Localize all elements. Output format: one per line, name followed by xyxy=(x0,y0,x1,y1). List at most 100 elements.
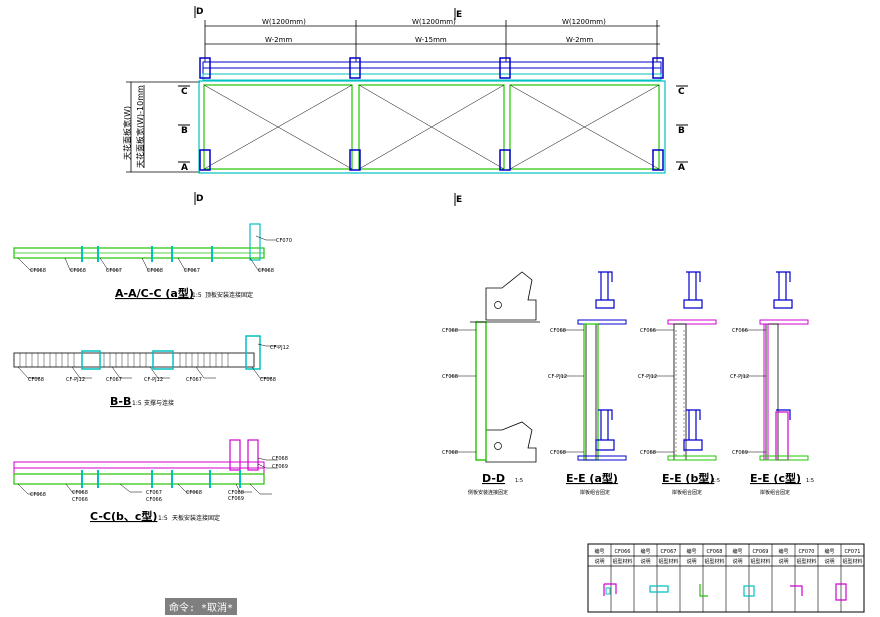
marker-a-left: A xyxy=(181,163,188,173)
aa-note: 顶板安装连接固定 xyxy=(205,291,253,299)
ec-note: 岸板组合固定 xyxy=(760,489,790,496)
legend-cell: 说明 xyxy=(778,558,788,565)
dim-w3: W(1200mm) xyxy=(562,18,606,26)
legend-cell: 铝型材料 xyxy=(704,558,724,565)
marker-d-bottom: D xyxy=(196,194,203,204)
dim-w2: W(1200mm) xyxy=(412,18,456,26)
plan-bb: CF068 CF-PJ12 CF067 CF-PJ12 CF067 CF068 … xyxy=(13,335,289,408)
marker-a-right: A xyxy=(678,163,685,173)
dd-tag-2: CF068 xyxy=(442,374,458,380)
cc-note: 天板安装连接固定 xyxy=(172,514,220,522)
ea-tag-3: CF068 xyxy=(550,450,566,456)
cc-tag-8: CF069 xyxy=(228,496,244,502)
legend-cell: CF071 xyxy=(845,549,861,555)
aa-title: A-A/C-C (a型) xyxy=(115,286,194,300)
bb-tag-7: CF-PJ12 xyxy=(270,345,289,351)
legend-cell: 说明 xyxy=(686,558,696,565)
cc-tag-10: CF069 xyxy=(272,464,288,470)
aa-tag-4: CF068 xyxy=(147,268,163,274)
legend-cell: 编号 xyxy=(686,548,696,555)
cc-tag-1: CF068 xyxy=(30,492,46,498)
ea-tag-1: CF068 xyxy=(550,328,566,334)
cc-tag-9: CF068 xyxy=(272,456,288,462)
ec-title: E-E (c型) xyxy=(750,471,801,485)
cc-tag-5: CF066 xyxy=(146,497,162,503)
cc-tag-2: CF068 xyxy=(72,490,88,496)
bb-tag-3: CF067 xyxy=(106,377,122,383)
legend-cell: 编号 xyxy=(824,548,834,555)
legend-cell: 铝型材料 xyxy=(796,558,816,565)
legend-cell: 编号 xyxy=(594,548,604,555)
plan-aa: CF068 CF068 CF067 CF068 CF067 CF068 CF07… xyxy=(13,223,292,300)
eb-note: 岸板组合固定 xyxy=(672,489,702,496)
bb-tag-5: CF067 xyxy=(186,377,202,383)
side-label-1: 天花面板宽(W) xyxy=(122,106,132,160)
legend-cell: 铝型材料 xyxy=(612,558,632,565)
legend-cell: 说明 xyxy=(732,558,742,565)
bb-tag-4: CF-PJ12 xyxy=(144,377,163,383)
marker-e-bottom: E xyxy=(456,195,462,205)
legend-cell: CF068 xyxy=(707,549,723,555)
plan-cc: CF068 CF068 CF066 CF067 CF066 CF068 CF06… xyxy=(13,439,288,523)
legend-cell: 说明 xyxy=(594,558,604,565)
aa-tag-3: CF067 xyxy=(106,268,122,274)
legend-cell: 说明 xyxy=(824,558,834,565)
legend-cell: 铝型材料 xyxy=(750,558,770,565)
legend-cell: 编号 xyxy=(732,548,742,555)
top-elevation: D E D E C B A C B A W(1200mm) W(1200mm) … xyxy=(122,6,688,206)
aa-scale: 1:5 xyxy=(192,292,202,299)
dd-note: 侧板安装连接固定 xyxy=(468,489,508,496)
legend-cell: 铝型材料 xyxy=(658,558,678,565)
eb-tag-3: CF068 xyxy=(640,450,656,456)
eb-tag-2: CF-PJ12 xyxy=(638,374,657,380)
cc-tag-3: CF066 xyxy=(72,497,88,503)
bb-title: B-B xyxy=(110,395,131,408)
aa-tag-1: CF068 xyxy=(30,268,46,274)
panel-frames xyxy=(198,80,666,174)
marker-c-right: C xyxy=(678,87,685,97)
cc-tag-6: CF068 xyxy=(186,490,202,496)
detail-dd: CF068 CF068 CF068 D-D 1:5 侧板安装连接固定 xyxy=(442,271,540,496)
legend-cell: CF067 xyxy=(661,549,677,555)
bb-tag-1: CF068 xyxy=(28,377,44,383)
dd-tag-3: CF068 xyxy=(442,450,458,456)
detail-ec: CF066 CF-PJ12 CF069 E-E (c型) 1:5 岸板组合固定 xyxy=(730,271,814,496)
dim-s3: W-2mm xyxy=(566,36,593,44)
top-rail xyxy=(202,61,662,81)
ea-tag-2: CF-PJ12 xyxy=(548,374,567,380)
marker-b-right: B xyxy=(678,126,685,136)
bb-tag-2: CF-PJ12 xyxy=(66,377,85,383)
legend-cell: 铝型材料 xyxy=(842,558,862,565)
cc-title: C-C(b、c型) xyxy=(90,509,157,523)
aa-tag-6: CF068 xyxy=(258,268,274,274)
marker-b-left: B xyxy=(181,126,188,136)
legend-cell: 编号 xyxy=(640,548,650,555)
aa-tag-7: CF070 xyxy=(276,238,292,244)
marker-e-top: E xyxy=(456,10,462,20)
legend-cell: CF066 xyxy=(615,549,631,555)
dim-s1: W-2mm xyxy=(265,36,292,44)
dd-title: D-D xyxy=(482,472,505,485)
ec-tag-3: CF069 xyxy=(732,450,748,456)
bb-tag-6: CF068 xyxy=(260,377,276,383)
ec-scale: 1:5 xyxy=(806,478,814,484)
dim-s2: W-15mm xyxy=(415,36,447,44)
ea-title: E-E (a型) xyxy=(566,471,618,485)
command-line[interactable]: 命令: *取消* xyxy=(165,598,238,615)
bb-note: 支撑与连接 xyxy=(144,399,174,407)
aa-tag-5: CF067 xyxy=(184,268,200,274)
detail-eb: CF066 CF-PJ12 CF068 E-E (b型) 1:5 岸板组合固定 xyxy=(638,271,720,496)
eb-title: E-E (b型) xyxy=(662,471,714,485)
dd-scale: 1:5 xyxy=(515,478,523,484)
aa-tag-2: CF068 xyxy=(70,268,86,274)
cc-tag-4: CF067 xyxy=(146,490,162,496)
marker-c-left: C xyxy=(181,87,188,97)
dd-tag-1: CF068 xyxy=(442,328,458,334)
side-label-2: 天花面板宽(W)-10mm xyxy=(135,85,145,168)
ec-tag-2: CF-PJ12 xyxy=(730,374,749,380)
ec-tag-1: CF066 xyxy=(732,328,748,334)
legend-cell: 编号 xyxy=(778,548,788,555)
dim-w1: W(1200mm) xyxy=(262,18,306,26)
